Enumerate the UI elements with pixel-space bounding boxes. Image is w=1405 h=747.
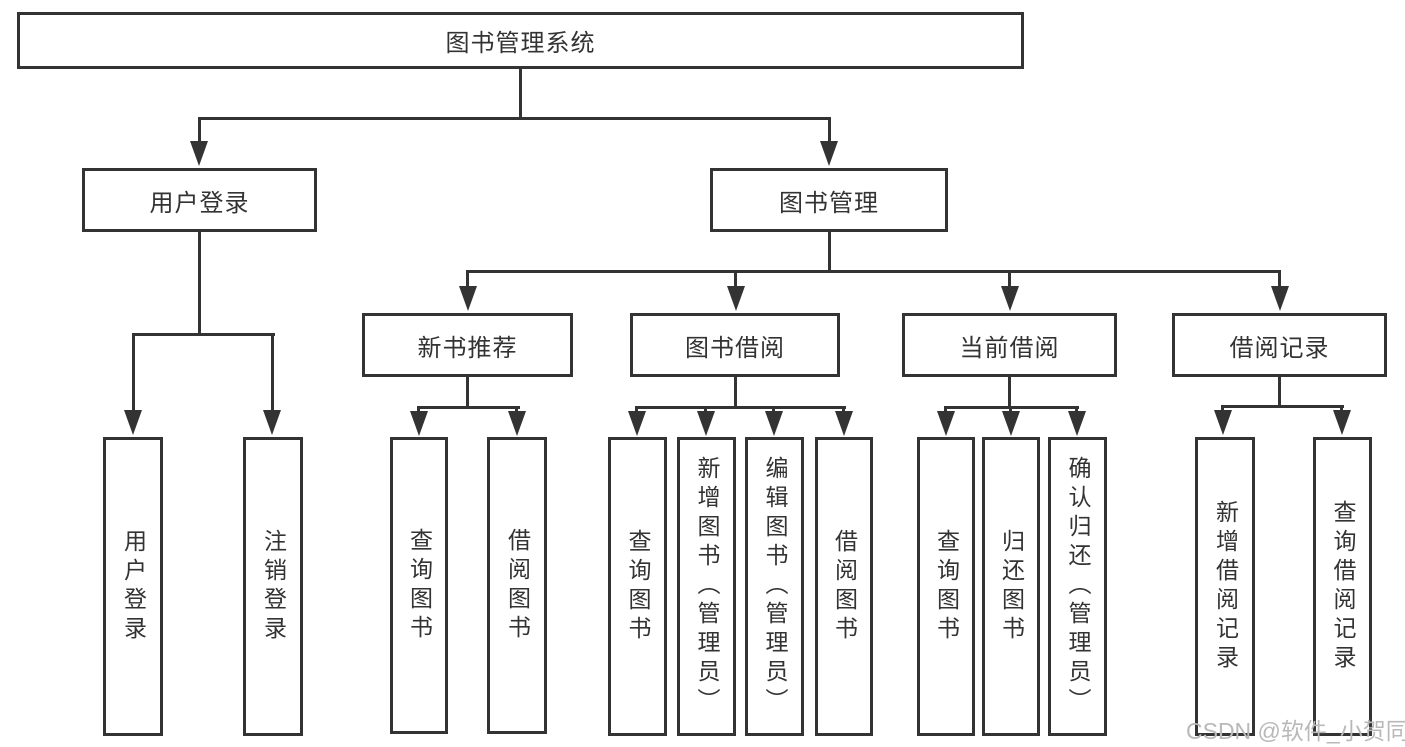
arrow-down-icon: [459, 286, 477, 311]
edge-records-stem: [1278, 377, 1281, 408]
arrow-down-icon: [124, 410, 142, 435]
node-label: 图书管理: [779, 189, 879, 217]
arrow-down-icon: [190, 141, 208, 166]
edge-borrow-stem: [734, 377, 737, 409]
arrow-down-icon: [1214, 410, 1232, 435]
node-leaf-borrow-books-1: 借阅图书: [487, 437, 547, 734]
node-borrowing-records: 借阅记录: [1172, 313, 1387, 377]
edge-borrow-rail: [635, 406, 846, 409]
node-label: 归还图书: [998, 528, 1025, 645]
edge-root-drop-left: [198, 117, 201, 144]
node-leaf-query-books-1: 查询图书: [390, 437, 448, 734]
node-leaf-confirm-return-admin: 确认归还（管理员）: [1048, 437, 1107, 736]
node-leaf-borrow-books-2: 借阅图书: [815, 437, 873, 736]
edge-bookmgmt-drop-3: [1008, 270, 1011, 290]
csdn-watermark: CSDN @软件_小贺同学: [1186, 718, 1405, 744]
node-leaf-edit-books-admin: 编辑图书（管理员）: [745, 437, 804, 736]
node-label: 用户登录: [120, 528, 147, 645]
arrow-down-icon: [835, 411, 853, 436]
edge-current-stem: [1008, 377, 1011, 409]
arrow-down-icon: [508, 411, 526, 436]
node-book-management-branch: 图书管理: [710, 168, 948, 232]
arrow-down-icon: [1001, 286, 1019, 311]
node-label: 编辑图书（管理员）: [762, 456, 788, 717]
edge-bookmgmt-drop-1: [466, 270, 469, 290]
edge-bookmgmt-drop-4: [1278, 270, 1281, 290]
node-label: 图书借阅: [685, 334, 785, 362]
arrow-down-icon: [697, 411, 715, 436]
edge-userlogin-stem: [198, 232, 201, 335]
node-leaf-query-borrow-record: 查询借阅记录: [1313, 437, 1372, 736]
node-label: 查询图书: [625, 528, 651, 645]
arrow-down-icon: [410, 411, 428, 436]
node-label: 用户登录: [149, 189, 250, 217]
edge-root-rail: [198, 117, 831, 120]
node-label: 新增借阅记录: [1212, 499, 1239, 674]
node-leaf-query-books-2: 查询图书: [608, 437, 667, 736]
node-leaf-add-borrow-record: 新增借阅记录: [1195, 437, 1255, 736]
node-label: 借阅图书: [504, 527, 531, 644]
node-leaf-query-books-3: 查询图书: [917, 437, 975, 736]
arrow-down-icon: [263, 410, 281, 435]
node-label: 确认归还（管理员）: [1065, 456, 1091, 717]
edge-userlogin-rail: [132, 333, 275, 336]
edge-root-drop-right: [828, 117, 831, 144]
node-leaf-add-books-admin: 新增图书（管理员）: [677, 437, 736, 736]
arrow-down-icon: [628, 411, 646, 436]
arrow-down-icon: [1068, 411, 1086, 436]
node-user-login-branch: 用户登录: [82, 168, 317, 232]
node-leaf-return-books: 归还图书: [982, 437, 1040, 736]
node-book-borrowing: 图书借阅: [630, 313, 840, 377]
arrow-down-icon: [727, 286, 745, 311]
node-label: 新增图书（管理员）: [694, 456, 720, 717]
node-label: 查询图书: [406, 527, 433, 644]
edge-root-stem: [519, 69, 522, 119]
edge-bookmgmt-drop-2: [734, 270, 737, 290]
node-label: 新书推荐: [417, 334, 518, 362]
edge-newbook-rail: [417, 406, 520, 409]
node-leaf-logout: 注销登录: [243, 437, 303, 736]
node-current-borrowing: 当前借阅: [902, 313, 1117, 377]
arrow-down-icon: [937, 411, 955, 436]
node-label: 查询图书: [933, 528, 960, 645]
node-label: 查询借阅记录: [1330, 499, 1356, 674]
node-label: 借阅记录: [1229, 334, 1330, 362]
arrow-down-icon: [1333, 410, 1351, 435]
arrow-down-icon: [820, 141, 838, 166]
node-new-book-recommendation: 新书推荐: [362, 313, 573, 377]
edge-bookmgmt-rail: [466, 270, 1281, 273]
arrow-down-icon: [1002, 411, 1020, 436]
edge-newbook-stem: [466, 377, 469, 409]
node-label: 借阅图书: [831, 528, 858, 645]
node-label: 图书管理系统: [445, 30, 596, 57]
edge-records-rail: [1221, 405, 1344, 408]
node-leaf-user-login: 用户登录: [103, 437, 163, 736]
arrow-down-icon: [1271, 286, 1289, 311]
node-book-management-system: 图书管理系统: [17, 12, 1024, 69]
node-label: 当前借阅: [959, 334, 1060, 362]
edge-bookmgmt-stem: [828, 232, 831, 273]
arrow-down-icon: [765, 411, 783, 436]
node-label: 注销登录: [260, 528, 287, 645]
edge-userlogin-drop-2: [271, 333, 274, 412]
edge-userlogin-drop-1: [132, 333, 135, 412]
